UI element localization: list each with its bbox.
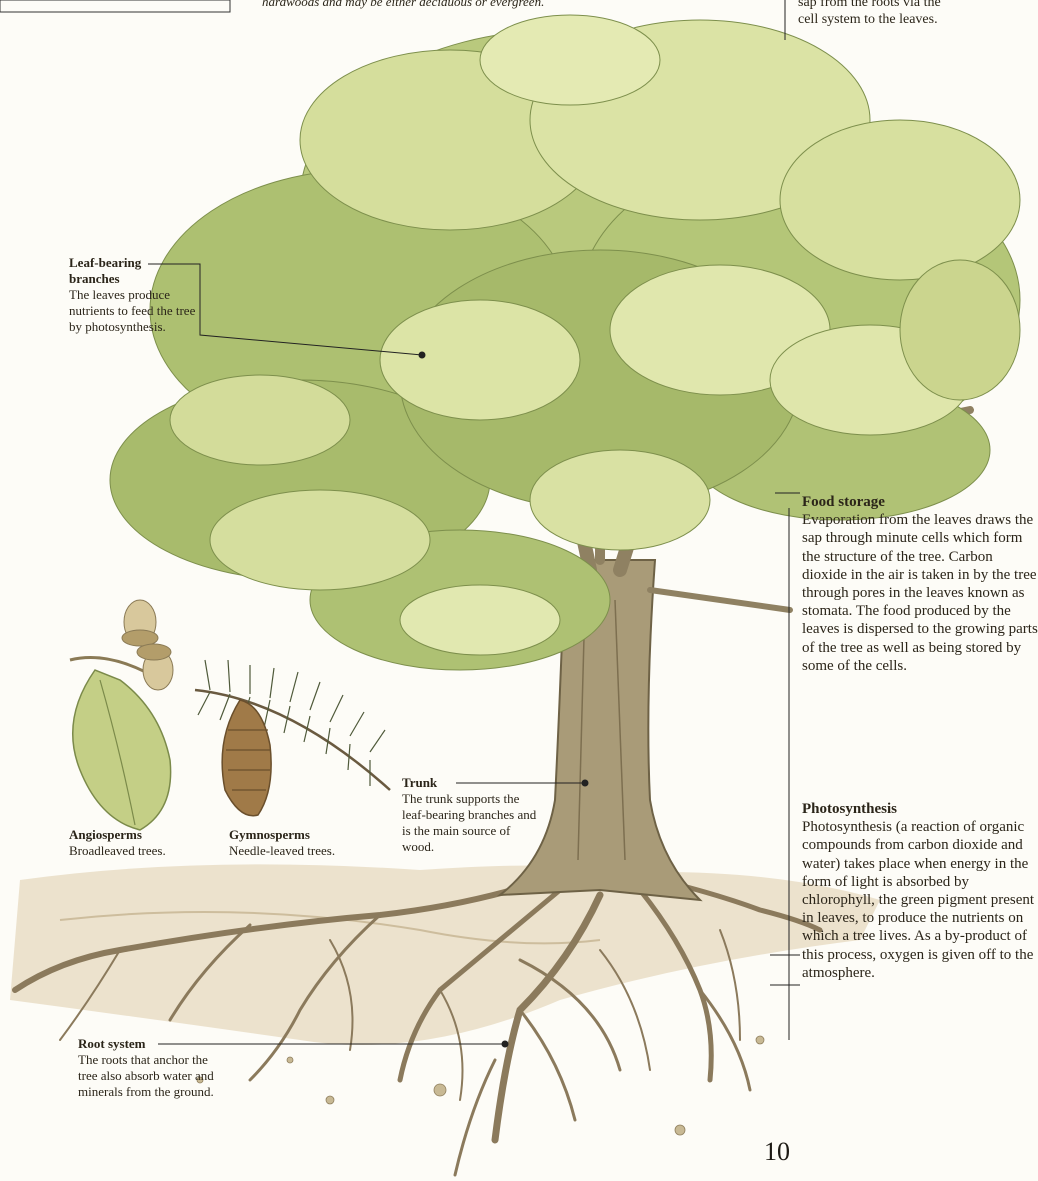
food-storage-body: Evaporation from the leaves draws the sa… [802, 511, 1038, 675]
food-storage-title: Food storage [802, 493, 1038, 511]
page-number: 10 [764, 1137, 790, 1167]
top-right-line2: cell system to the leaves. [798, 11, 1028, 28]
top-center-fragment: hardwoods and may be either deciduous or… [262, 0, 544, 9]
top-right-fragment: sap from the roots via the cell system t… [798, 0, 1028, 28]
angiosperm-oak-illustration [70, 600, 173, 830]
leaf-bearing-body: The leaves produce nutrients to feed the… [69, 287, 201, 335]
photosynthesis-title: Photosynthesis [802, 800, 1038, 818]
gymnosperm-fir-illustration [195, 660, 390, 816]
top-right-line1: sap from the roots via the [798, 0, 1028, 11]
soil [10, 864, 880, 1045]
food-storage-label: Food storage Evaporation from the leaves… [802, 493, 1038, 675]
gymnosperms-title: Gymnosperms [229, 827, 379, 843]
gymnosperms-body: Needle-leaved trees. [229, 843, 379, 859]
root-system-label: Root system The roots that anchor the tr… [78, 1036, 224, 1100]
root-system-title: Root system [78, 1036, 224, 1052]
angiosperms-label: Angiosperms Broadleaved trees. [69, 827, 209, 859]
trunk-title: Trunk [402, 775, 540, 791]
top-left-box [0, 0, 230, 12]
angiosperms-body: Broadleaved trees. [69, 843, 209, 859]
root-system-body: The roots that anchor the tree also abso… [78, 1052, 224, 1100]
leaf-bearing-title-2: branches [69, 271, 209, 287]
leaf-bearing-title-1: Leaf-bearing [69, 255, 209, 271]
gymnosperms-label: Gymnosperms Needle-leaved trees. [229, 827, 379, 859]
photosynthesis-body: Photosynthesis (a reaction of organic co… [802, 818, 1038, 982]
angiosperms-title: Angiosperms [69, 827, 209, 843]
trunk-body: The trunk supports the leaf-bearing bran… [402, 791, 540, 855]
leaf-bearing-label: Leaf-bearing branches The leaves produce… [69, 255, 209, 335]
photosynthesis-label: Photosynthesis Photosynthesis (a reactio… [802, 800, 1038, 982]
trunk-label: Trunk The trunk supports the leaf-bearin… [402, 775, 540, 855]
